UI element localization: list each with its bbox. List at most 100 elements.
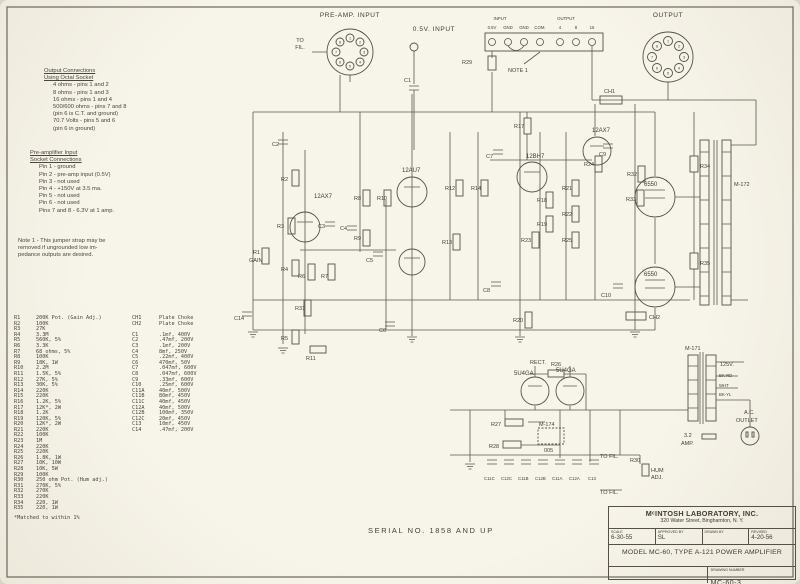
approved-value: SL [657, 534, 666, 541]
schematic-label: R34 [700, 164, 710, 170]
schematic-label: R6 [298, 274, 305, 280]
drawing-number-value: MC-60-3 [710, 580, 742, 584]
cap-value: .25mf, 600V [159, 382, 194, 389]
resistor-value: 18K, 1W [36, 359, 58, 366]
resistor-value: 220K [36, 387, 49, 394]
resistor-value: 220, 1W [36, 505, 58, 512]
schematic-label: R20 [513, 318, 523, 324]
resistor-ref: R32 [14, 488, 24, 495]
schematic-label: C9 [599, 152, 606, 158]
socket-pin-number: 7 [651, 56, 653, 60]
output-socket [642, 31, 694, 83]
resistor-ref: R16 [14, 398, 24, 405]
resistor-value: 2.2M [36, 365, 49, 372]
cap-ref: C11B [132, 393, 145, 400]
schematic-label: M-171 [685, 346, 701, 352]
output-heading: OUTPUT [653, 12, 683, 19]
resistor-ref: R20 [14, 421, 24, 428]
cap-value: 40mf, 500V [159, 387, 191, 394]
tube-label: 12AU7 [402, 168, 421, 174]
company-address: 320 Water Street, Binghamton, N. Y. [660, 518, 744, 524]
schematic-label: C2 [272, 142, 279, 148]
input-bracket-label: INPUT [494, 16, 507, 21]
schematic-label: R9 [354, 236, 361, 242]
transformer-and-choke-symbols [484, 32, 760, 446]
cap-ref: C3 [132, 342, 139, 349]
resistor-ref: R8 [14, 354, 21, 361]
title-block-header: MᶜINTOSH LABORATORY, INC. 320 Water Stre… [609, 507, 795, 529]
schematic-label: BK-YL [719, 392, 732, 397]
cap-value: .1mf, 400V [159, 331, 191, 338]
resistor-ref: R3 [14, 326, 21, 333]
tube-label: 6550 [644, 182, 658, 188]
schematic-label: R28 [489, 444, 499, 450]
cap-value: 40mf, 500V [159, 404, 191, 411]
parts-row: R4 3.3M C1 .1mf, 400V [14, 331, 221, 339]
tube-label: 12AX7 [592, 128, 611, 134]
resistor-value: 560K, 5% [36, 337, 61, 344]
schematic-label: TO FIL. [600, 454, 619, 460]
resistor-value: 100K [36, 471, 49, 478]
resistor-value: 3.3M [36, 331, 49, 338]
revised-label: REVISED [751, 530, 768, 534]
socket-pin-number: 3 [363, 51, 365, 55]
tube-6550-lower [634, 266, 676, 308]
fuse-symbol [701, 433, 717, 440]
revised-value: 4-20-56 [751, 534, 773, 541]
note-line: Pin 2 - pre-amp input (0.5V) [39, 171, 111, 178]
resistor-ref: R4 [14, 331, 21, 338]
terminal-label: 4 [559, 25, 562, 30]
tube-label: 12AX7 [314, 194, 333, 200]
schematic-label: A.C. [744, 410, 755, 416]
resistor-ref: R35 [14, 505, 24, 512]
schematic-label: M-174 [539, 422, 555, 428]
cap-ref: C9 [132, 376, 139, 383]
schematic-label: CH2 [649, 315, 660, 321]
socket-pin-number: 6 [339, 61, 341, 65]
schematic-label: C7 [486, 154, 493, 160]
schematic-label: C3 [318, 224, 325, 230]
schematic-label: WHT [719, 383, 729, 388]
cap-ref: C1 [132, 331, 139, 338]
drawing-number-row: DRAWING NUMBER MC-60-3 [609, 567, 795, 584]
resistor-value: 270K [36, 488, 49, 495]
choke-ch1-symbol [599, 95, 623, 105]
terminal-screws [488, 38, 596, 46]
ac-outlet-icon [740, 426, 760, 446]
cap-value: .1mf, 200V [159, 342, 191, 349]
scale-value: 6-30-55 [611, 534, 633, 541]
cap-ref: C12C [132, 415, 145, 422]
tube-label: 5U4GA [556, 368, 576, 374]
terminal-label: COM. [534, 25, 545, 30]
resistor-value: 3.3K [36, 342, 49, 349]
note-title: Socket Connections [30, 157, 82, 164]
socket-pin-number: 6 [656, 67, 658, 71]
tube-12ax7-left [289, 211, 321, 243]
schematic-label: C8 [483, 288, 490, 294]
schematic-label: R27 [491, 422, 501, 428]
resistor-ref: R31 [14, 482, 24, 489]
schematic-label: R23 [521, 238, 531, 244]
schematic-label: R35 [700, 261, 710, 267]
schematic-label: GAIN [249, 258, 262, 264]
parts-footnote: *Matched to within 1% [14, 515, 80, 521]
power-transformer-secondary [705, 354, 717, 422]
tube-12bh7 [516, 161, 548, 193]
terminal-label: 0.5V [488, 25, 497, 30]
note-title: Using Octal Socket [44, 75, 94, 82]
cap-ref: C13 [132, 421, 142, 428]
schematic-label: C6 [379, 328, 386, 334]
note-line: Pins 7 and 8 - 6.3V at 1 amp. [39, 207, 115, 214]
tube-5u4ga-left [520, 376, 550, 406]
scale-label: SCALE [611, 530, 623, 534]
terminal-label: 8 [575, 25, 578, 30]
resistor-ref: R5 [14, 337, 21, 344]
tube-6550-upper [634, 176, 676, 218]
resistor-ref: R30 [14, 477, 24, 484]
